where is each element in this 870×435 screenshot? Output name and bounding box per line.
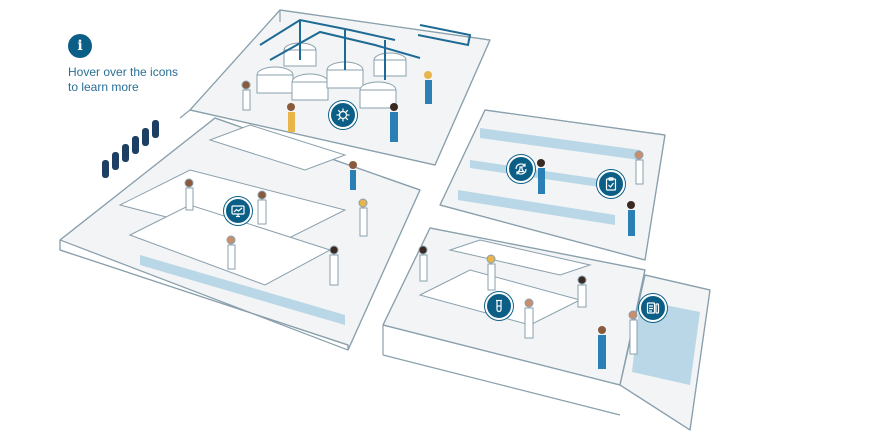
hover-hint: i Hover over the icons to learn more: [68, 34, 208, 95]
hotspot-data-storage[interactable]: [639, 294, 667, 322]
bioreactor-tanks: [256, 42, 407, 109]
test-tube-icon: [496, 299, 502, 313]
hotspot-bioreactor[interactable]: [329, 101, 357, 129]
virus-icon: [336, 108, 350, 122]
hover-hint-line1: Hover over the icons: [68, 65, 179, 79]
clipboard-check-icon: [605, 177, 617, 191]
hotspot-test-tube-lab[interactable]: [485, 292, 513, 320]
info-icon[interactable]: i: [68, 34, 92, 58]
monitor-chart-icon: [231, 205, 245, 218]
bioreactor-pipes: [259, 18, 472, 80]
flask-cycle-icon: [515, 163, 527, 175]
document-data-icon: [646, 302, 660, 314]
hotspot-sample-processing[interactable]: [507, 155, 535, 183]
hotspot-quality-control[interactable]: [597, 170, 625, 198]
hover-hint-line2: to learn more: [68, 80, 139, 94]
lab-workers: [184, 71, 644, 369]
gas-cylinders: [102, 120, 159, 178]
hotspot-computer-lab[interactable]: [224, 197, 252, 225]
hover-hint-text: Hover over the icons to learn more: [68, 65, 208, 95]
